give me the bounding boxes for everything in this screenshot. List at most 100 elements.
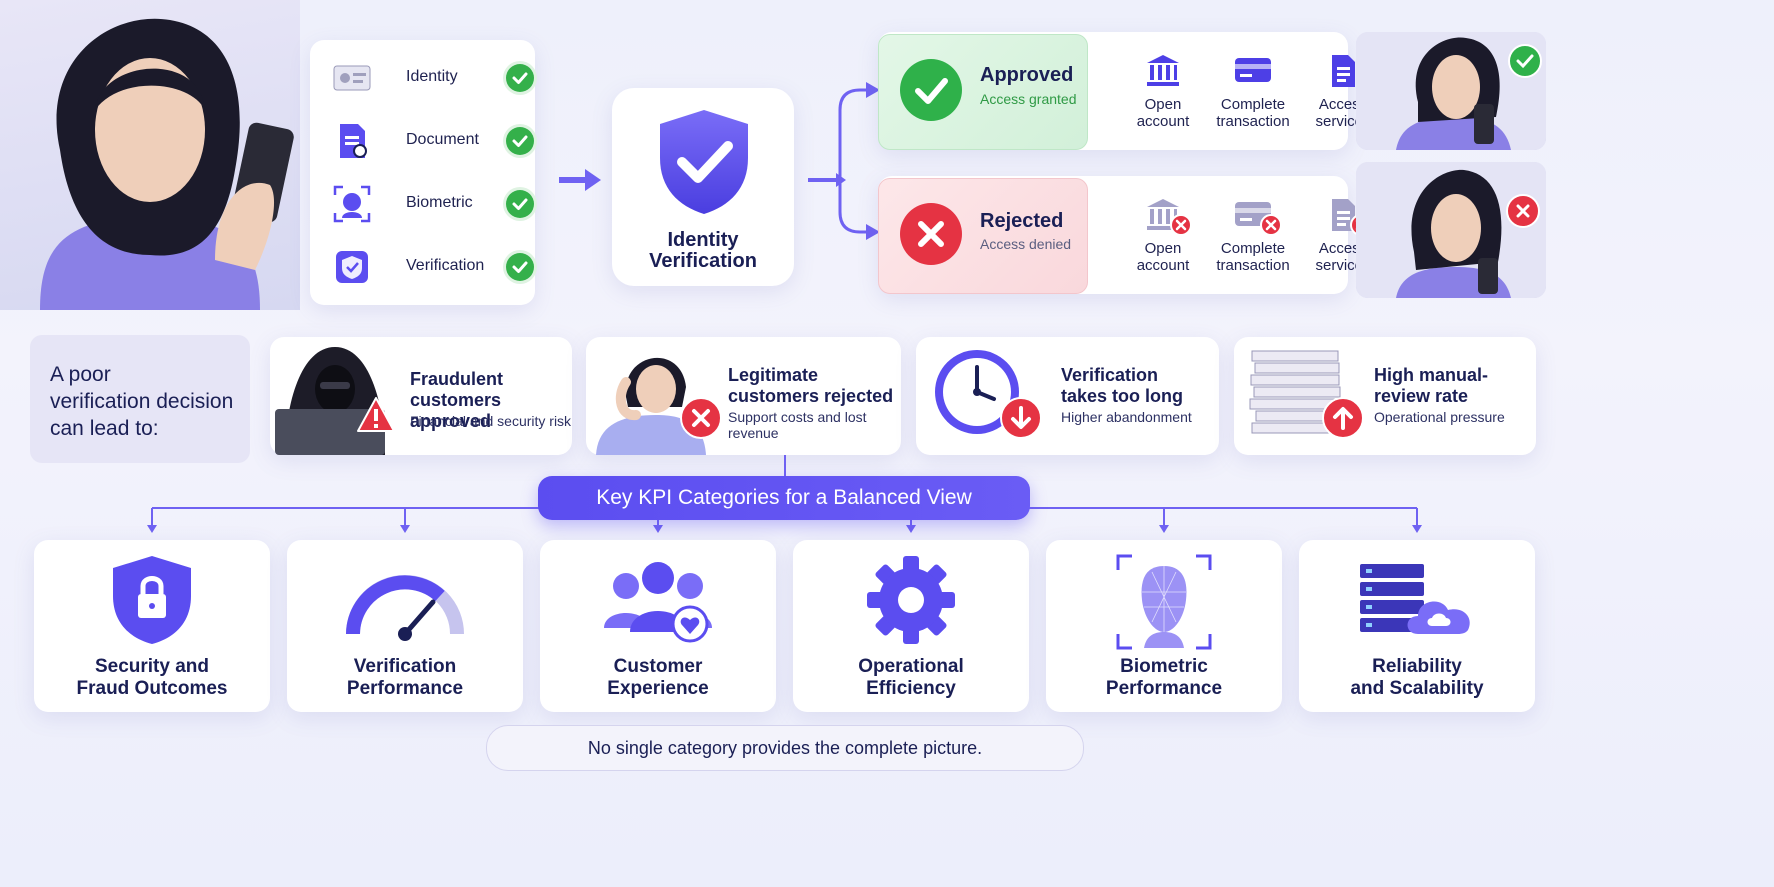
center-title-line1: Identity: [667, 229, 739, 251]
approved-subtitle: Access granted: [980, 91, 1077, 107]
action-line1: Complete: [1220, 96, 1286, 113]
gauge-icon: [346, 575, 464, 641]
kpi-customer-line2: Experience: [607, 678, 709, 699]
action-line2: transaction: [1216, 113, 1290, 130]
arrow-to-verification: [559, 169, 601, 191]
checklist-label: Document: [406, 131, 479, 148]
identity-verification-card: Identity Verification: [612, 88, 794, 286]
rejected-x-icon: [900, 203, 962, 265]
action-line1: Access: [1318, 96, 1368, 113]
rejected-subtitle: Access denied: [980, 236, 1072, 252]
kpi-verification-line2: Performance: [346, 678, 464, 699]
check-icon: [506, 190, 534, 218]
risk-legit-title1: Legitimate: [728, 365, 819, 385]
denied-x-icon: [1260, 214, 1282, 236]
risk-card-manual: High manual-review rate Operational pres…: [1234, 337, 1536, 455]
risk-intro-panel: A poor verification decision can lead to…: [30, 335, 250, 463]
lock-shield-icon: [113, 556, 191, 644]
checklist-label: Verification: [406, 257, 485, 274]
x-icon: [680, 397, 722, 439]
gear-icon: [867, 556, 955, 644]
kpi-reliability-line1: Reliability: [1372, 656, 1462, 677]
up-arrow-icon: [1322, 397, 1364, 439]
kpi-biometric-line2: Performance: [1105, 678, 1223, 699]
id-card-icon: [332, 58, 372, 98]
bank-icon: [1108, 52, 1218, 90]
risk-manual-sub: Operational pressure: [1374, 409, 1505, 425]
risk-slow-title2: takes too long: [1061, 386, 1184, 406]
check-icon: [506, 64, 534, 92]
risk-intro-line2: verification decision: [50, 390, 234, 413]
risk-manual-title1: High manual-: [1374, 365, 1489, 385]
kpi-operational-line1: Operational: [858, 656, 964, 677]
action-line1: Complete: [1220, 240, 1286, 257]
risk-slow-title1: Verification: [1061, 365, 1159, 385]
center-title-line2: Verification: [649, 250, 757, 272]
checklist-item: Document: [310, 117, 570, 165]
server-cloud-icon: [1360, 564, 1470, 634]
checklist-item: Verification: [310, 243, 570, 291]
paper-stack-icon: [1249, 350, 1341, 434]
card-icon: [1198, 52, 1308, 90]
checklist-item: Biometric: [310, 180, 570, 228]
kpi-customer-line1: Customer: [613, 656, 703, 677]
action-line1: Open: [1144, 240, 1182, 257]
document-icon: [332, 121, 372, 161]
woman-phone-photo: [0, 0, 300, 310]
kpi-security-line2: Fraud Outcomes: [76, 678, 228, 699]
rejected-woman-photo: [1356, 162, 1546, 298]
denied-x-icon: [1170, 214, 1192, 236]
file-icon: [1288, 196, 1398, 234]
action-line2: account: [1136, 257, 1190, 274]
risk-slow-sub: Higher abandonment: [1061, 409, 1192, 425]
approved-woman-photo: [1356, 32, 1546, 150]
approved-badge-icon: [1508, 44, 1542, 78]
warning-icon: [356, 395, 396, 435]
risk-manual-title2: review rate: [1374, 386, 1469, 406]
down-arrow-icon: [1000, 397, 1042, 439]
check-icon: [506, 253, 534, 281]
kpi-biometric-line1: Biometric: [1120, 656, 1208, 677]
risk-intro-line3: can lead to:: [50, 417, 159, 440]
face-scan-icon: [1116, 554, 1212, 650]
kpi-header: Key KPI Categories for a Balanced View: [538, 476, 1030, 520]
checklist-item: Identity: [310, 54, 570, 102]
checklist-label: Identity: [406, 68, 458, 85]
risk-fraud-title2: customers approved: [410, 390, 502, 431]
stressed-person-image: [596, 357, 706, 455]
kpi-operational-line2: Efficiency: [866, 678, 956, 699]
risk-fraud-sub: Financial and security risk: [410, 413, 572, 429]
clock-icon: [935, 350, 1019, 434]
people-heart-icon: [604, 562, 712, 643]
risk-legit-sub: Support costs and lost revenue: [728, 409, 867, 441]
shield-check-icon: [660, 110, 748, 214]
risk-intro-line1: A poor: [50, 363, 111, 386]
kpi-verification-line1: Verification: [353, 656, 457, 677]
rejected-badge-icon: [1506, 194, 1540, 228]
risk-fraud-title1: Fraudulent: [410, 369, 503, 389]
action-line1: Open: [1144, 96, 1182, 113]
action-line2: transaction: [1216, 257, 1290, 274]
kpi-reliability-line2: and Scalability: [1350, 678, 1484, 699]
face-scan-icon: [332, 184, 372, 224]
action-line2: account: [1136, 113, 1190, 130]
approved-check-icon: [900, 59, 962, 121]
approved-title: Approved: [980, 64, 1074, 86]
footer-note: No single category provides the complete…: [486, 725, 1084, 771]
kpi-security-line1: Security and: [94, 656, 210, 677]
